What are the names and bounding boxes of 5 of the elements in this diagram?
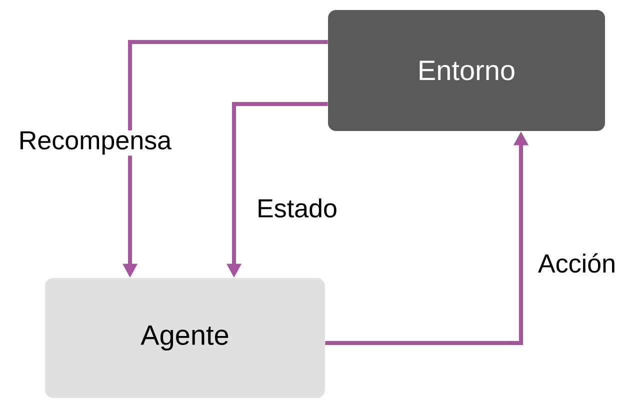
edge-label: Estado [256, 197, 338, 219]
process-box: Agente [45, 278, 325, 398]
edge-label: Acción [536, 252, 618, 274]
process-box: Entorno [328, 10, 605, 131]
edge-label: Recompensa [17, 130, 173, 156]
